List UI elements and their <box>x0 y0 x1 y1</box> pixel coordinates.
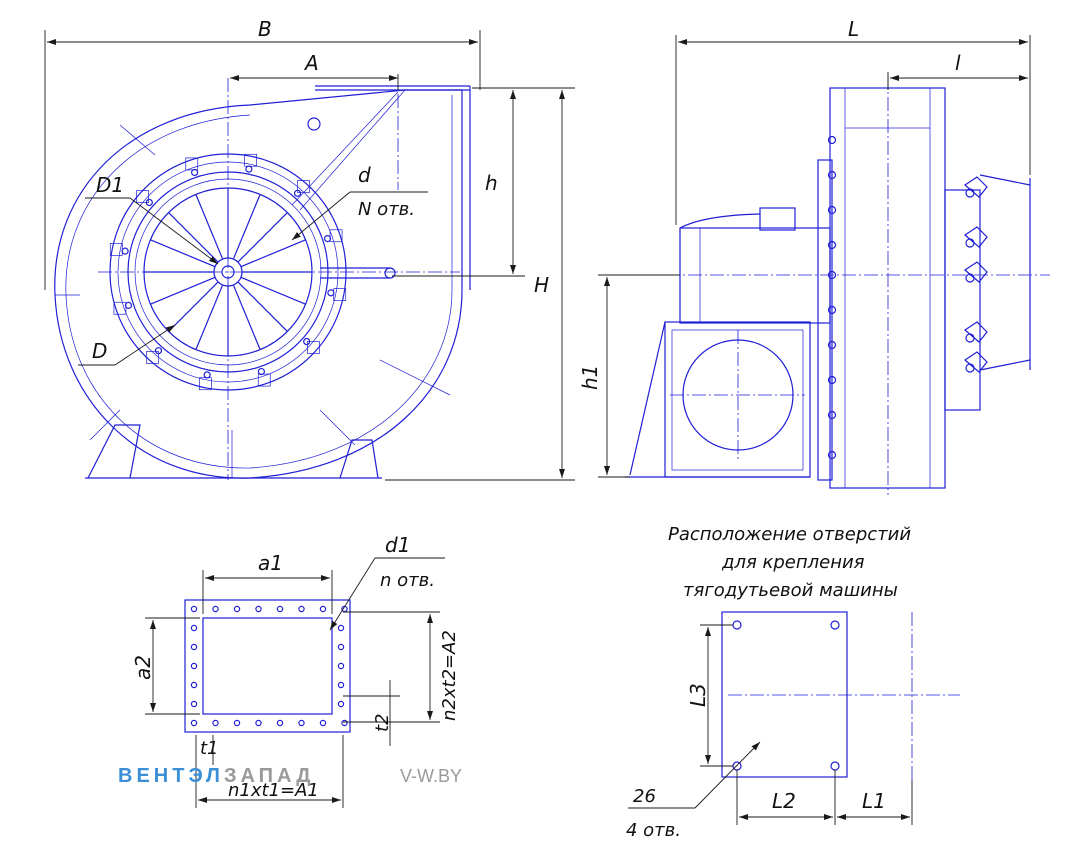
dim-label-a1: a1 <box>258 551 283 575</box>
dim-label-hole-diameter: 26 <box>633 786 656 807</box>
side-plate-bolts <box>827 135 837 460</box>
outlet-flange-view <box>184 599 351 733</box>
watermark-brand-part2: ЗАПАД <box>224 765 315 787</box>
dim-label-L2: L2 <box>772 789 796 813</box>
dim-label-l: l <box>955 51 961 75</box>
dim-label-d: d <box>358 163 371 187</box>
dim-label-A: A <box>303 51 319 75</box>
dim-label-h1: h1 <box>578 365 602 390</box>
dim-label-h: h <box>485 171 498 195</box>
mounting-holes-view: Расположение отверстий для крепления тяг… <box>668 524 960 780</box>
watermark-brand-part1: ВЕНТЭЛ <box>118 765 224 787</box>
dim-label-D1: D1 <box>96 173 124 197</box>
dim-label-L: L <box>848 17 859 41</box>
dim-label-n1xt1: n1xt1=A1 <box>228 780 319 801</box>
svg-text:ВЕНТЭЛЗАПАД: ВЕНТЭЛЗАПАД <box>118 765 314 787</box>
outlet-flange-dimensions: a1 a2 d1 n отв. n2xt2=A2 t2 t1 n1xt1=A1 <box>131 533 460 808</box>
outlet-flange-holes <box>190 605 348 727</box>
dim-label-D: D <box>92 339 107 363</box>
front-view <box>54 78 471 480</box>
watermark-site: V-W.BY <box>400 766 462 786</box>
dim-label-L1: L1 <box>862 789 886 813</box>
motor-body <box>679 227 831 324</box>
dim-label-n2xt2: n2xt2=A2 <box>439 630 460 721</box>
dim-label-n-holes: n отв. <box>380 570 435 591</box>
dim-label-L3: L3 <box>686 683 710 707</box>
flange-bolt-holes <box>109 153 347 391</box>
dim-label-hole-count: 4 отв. <box>626 820 681 841</box>
dim-label-N-holes: N отв. <box>358 199 415 220</box>
dim-label-a2: a2 <box>131 655 155 680</box>
side-view <box>600 75 1050 495</box>
dim-label-H: H <box>534 273 549 297</box>
watermark: ВЕНТЭЛЗАПАД V-W.BY <box>118 765 462 787</box>
mounting-title-line1: Расположение отверстий <box>668 524 911 545</box>
mounting-title-line3: тягодутьевой машины <box>683 580 898 601</box>
inlet-guide-vanes <box>964 176 988 373</box>
volute-inner-contour <box>65 95 453 469</box>
dim-label-t2: t2 <box>372 713 393 732</box>
mounting-holes-dimensions: L3 L2 L1 26 4 отв. <box>626 624 913 841</box>
inlet-box <box>944 189 981 411</box>
volute-side <box>829 87 946 489</box>
front-view-dimensions: B A h H D1 D d N отв. <box>44 17 575 481</box>
dim-label-d1: d1 <box>385 533 410 557</box>
mounting-title-line2: для крепления <box>721 552 865 573</box>
base-frame <box>664 321 811 478</box>
dim-label-t1: t1 <box>200 738 219 759</box>
side-view-dimensions: L l h1 <box>578 17 1031 478</box>
dim-label-B: B <box>258 17 272 41</box>
